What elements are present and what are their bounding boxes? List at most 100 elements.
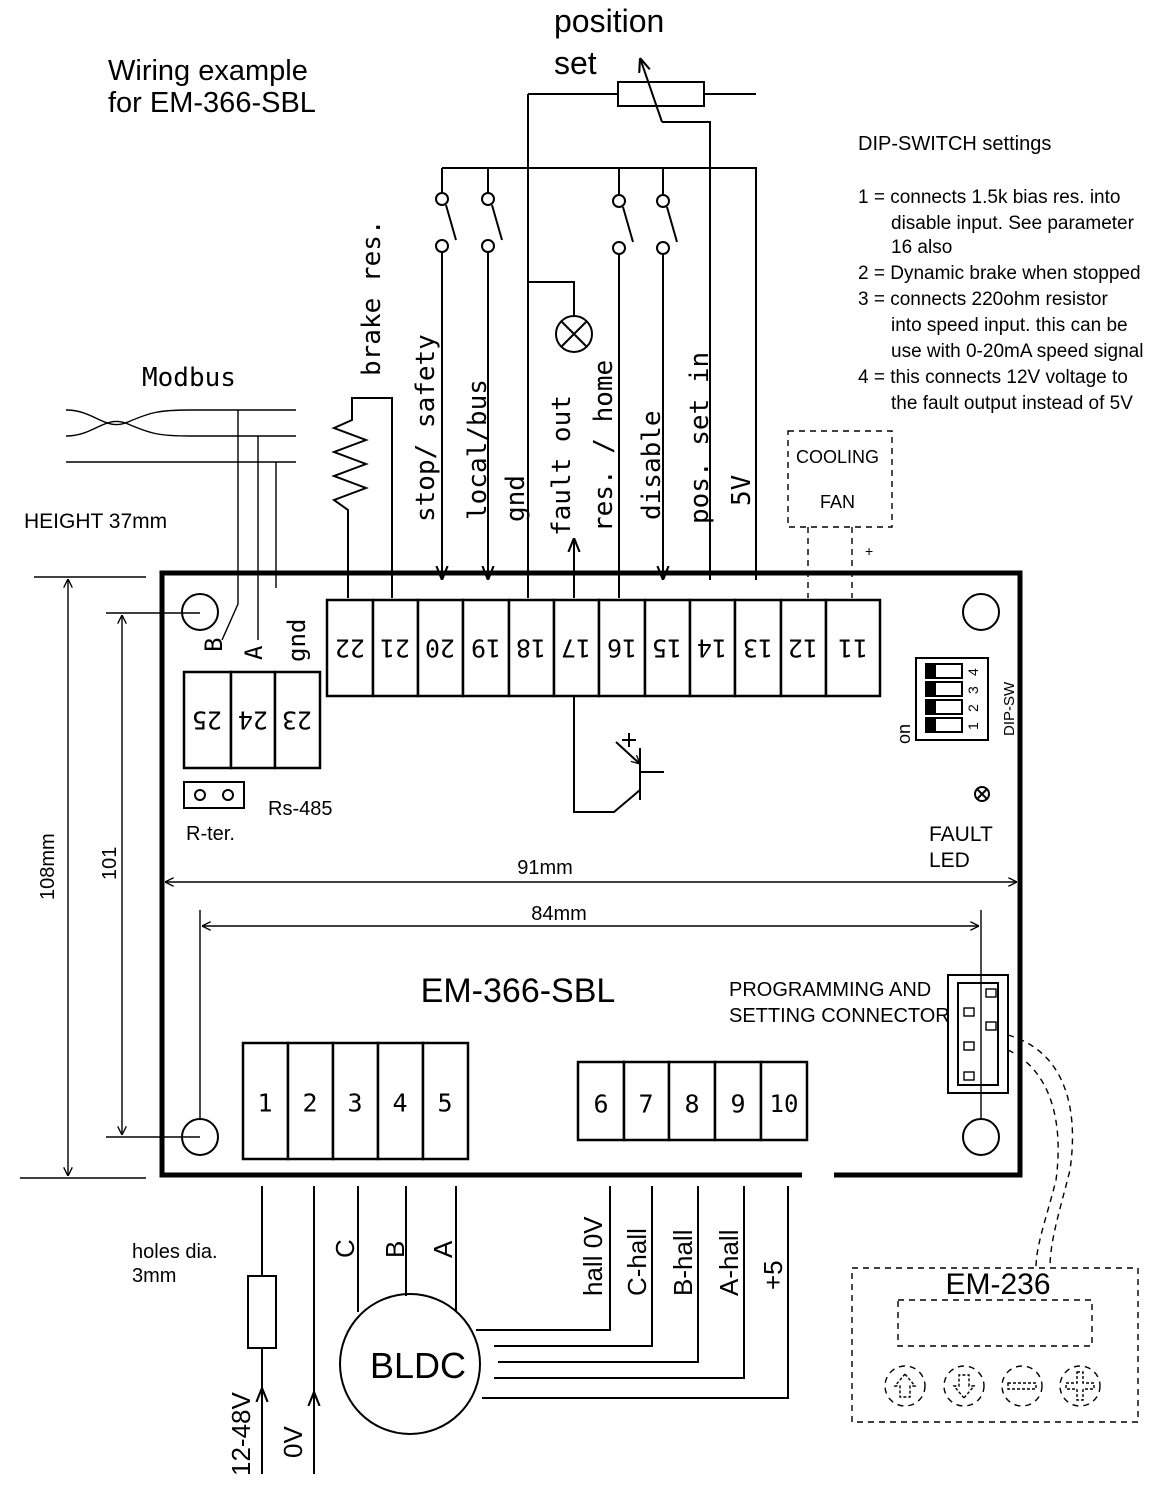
em236-label: EM-236 xyxy=(945,1268,1050,1301)
svg-text:13: 13 xyxy=(743,634,773,663)
svg-text:3: 3 xyxy=(347,1089,362,1118)
svg-text:6: 6 xyxy=(593,1090,608,1119)
diagram-title-line2: for EM-366-SBL xyxy=(108,87,316,119)
terminal-20: 20 xyxy=(416,598,465,698)
switch-local-bus xyxy=(481,168,503,580)
b-hall-label: B-hall xyxy=(668,1230,698,1296)
down-arrow-icon[interactable] xyxy=(943,1365,985,1407)
hall-0v-label: hall 0V xyxy=(578,1216,608,1296)
minus-icon[interactable] xyxy=(1001,1365,1043,1407)
terminal-4: 4 xyxy=(376,1041,425,1161)
terminal-10: 10 xyxy=(759,1060,809,1142)
svg-text:4: 4 xyxy=(392,1089,407,1118)
terminal-21: 21 xyxy=(371,598,420,698)
terminal-1: 1 xyxy=(241,1041,290,1161)
terminal-19: 19 xyxy=(461,598,511,698)
cooling-fan-plus: + xyxy=(865,543,873,559)
top-terminal-block: 22 21 20 19 18 17 16 15 14 13 12 11 xyxy=(325,598,882,698)
r-ter-label: R-ter. xyxy=(186,823,235,845)
svg-text:1: 1 xyxy=(257,1089,272,1118)
position-set-label-1: position xyxy=(554,3,664,39)
svg-text:22: 22 xyxy=(335,634,365,663)
5v-label: 5V xyxy=(727,475,757,506)
brake-resistor xyxy=(331,397,393,598)
dip-on-label: on xyxy=(894,724,914,744)
programmer-cable xyxy=(1007,1034,1074,1269)
dip-switch: 1 2 3 4 on DIP-SW xyxy=(894,657,1018,744)
svg-text:2: 2 xyxy=(302,1089,317,1118)
svg-text:25: 25 xyxy=(192,706,222,735)
bldc-motor: BLDC xyxy=(339,1293,481,1435)
rs485-label-b: B xyxy=(200,638,228,652)
dip-sw-label: DIP-SW xyxy=(1001,681,1018,736)
terminal-6: 6 xyxy=(576,1060,626,1142)
terminal-24: 24 xyxy=(229,670,277,770)
svg-text:12: 12 xyxy=(788,634,818,663)
board-name: EM-366-SBL xyxy=(421,972,616,1010)
hall-wiring: hall 0V C-hall B-hall A-hall +5 xyxy=(476,1186,789,1399)
terminal-23: 23 xyxy=(273,670,322,770)
transistor-icon xyxy=(573,696,664,813)
cooling-fan-label-1: COOLING xyxy=(796,447,879,467)
height-101-label: 101 xyxy=(99,847,121,880)
phase-a-label: A xyxy=(428,1240,458,1258)
svg-text:10: 10 xyxy=(770,1090,799,1118)
holes-label-2: 3mm xyxy=(132,1265,176,1287)
svg-text:24: 24 xyxy=(238,706,268,735)
up-arrow-icon[interactable] xyxy=(884,1365,926,1407)
svg-text:11: 11 xyxy=(838,634,868,663)
signal-labels: brake res. stop/ safety local/bus gnd fa… xyxy=(357,219,757,536)
rs485-label-a: A xyxy=(240,645,268,660)
fault-led-label-2: LED xyxy=(929,849,970,872)
fuse-icon xyxy=(247,1275,277,1349)
holes-label-1: holes dia. xyxy=(132,1241,218,1263)
phase-b-label: B xyxy=(380,1241,410,1258)
power-terminal-block: 1 2 3 4 5 xyxy=(241,1041,470,1161)
dimension-91: 91mm xyxy=(165,857,1017,882)
svg-text:8: 8 xyxy=(684,1090,699,1119)
width-84-label: 84mm xyxy=(531,903,587,925)
svg-text:23: 23 xyxy=(282,706,312,735)
phase-c-label: C xyxy=(330,1239,360,1258)
r-ter-jumper: R-ter. Rs-485 xyxy=(183,781,332,845)
fault-led-icon xyxy=(974,786,990,802)
em236-display xyxy=(897,1299,1093,1347)
fault-lamp-icon xyxy=(528,281,593,598)
modbus-cable: Modbus xyxy=(65,363,296,641)
fault-out-label: fault out xyxy=(547,395,577,536)
dip-switch-notes: DIP-SWITCH settings 1 = connects 1.5k bi… xyxy=(858,133,1143,414)
svg-text:5: 5 xyxy=(437,1089,452,1118)
potentiometer xyxy=(527,58,756,598)
em236-programmer: EM-236 xyxy=(851,1267,1139,1423)
dip-note-line: the fault output instead of 5V xyxy=(891,393,1133,414)
plus-icon[interactable] xyxy=(1059,1365,1101,1407)
dimension-108: 108mm xyxy=(20,576,146,1179)
cooling-fan: COOLING FAN + xyxy=(787,430,893,598)
terminal-16: 16 xyxy=(597,598,647,698)
height-108-label: 108mm xyxy=(37,833,59,900)
programming-connector: PROGRAMMING AND SETTING CONNECTOR xyxy=(729,974,1009,1094)
dip-note-line: into speed input. this can be xyxy=(891,315,1128,336)
motor-phase-wiring: C B A xyxy=(330,1186,458,1312)
dip-note-line: 3 = connects 220ohm resistor xyxy=(858,289,1108,310)
terminal-2: 2 xyxy=(286,1041,335,1161)
dip-number: 2 xyxy=(965,704,981,712)
terminal-22: 22 xyxy=(325,598,375,698)
dip-note-line: 2 = Dynamic brake when stopped xyxy=(858,263,1141,284)
rs485-label-gnd: gnd xyxy=(283,619,311,662)
stop-safety-label: stop/ safety xyxy=(411,334,441,522)
terminal-11: 11 xyxy=(824,598,882,698)
fault-led-label-1: FAULT xyxy=(929,823,993,846)
dip-number: 3 xyxy=(965,686,981,694)
terminal-15: 15 xyxy=(643,598,692,698)
a-hall-label: A-hall xyxy=(714,1230,744,1296)
c-hall-label: C-hall xyxy=(622,1228,652,1296)
mounting-hole xyxy=(962,1118,1000,1156)
rs485-label: Rs-485 xyxy=(268,798,332,820)
power-wiring: 12-48V 0V xyxy=(226,1186,314,1476)
svg-text:16: 16 xyxy=(607,634,637,663)
res-home-label: res. / home xyxy=(589,360,619,532)
dip-note-line: 4 = this connects 12V voltage to xyxy=(858,367,1128,388)
svg-text:15: 15 xyxy=(652,634,682,663)
